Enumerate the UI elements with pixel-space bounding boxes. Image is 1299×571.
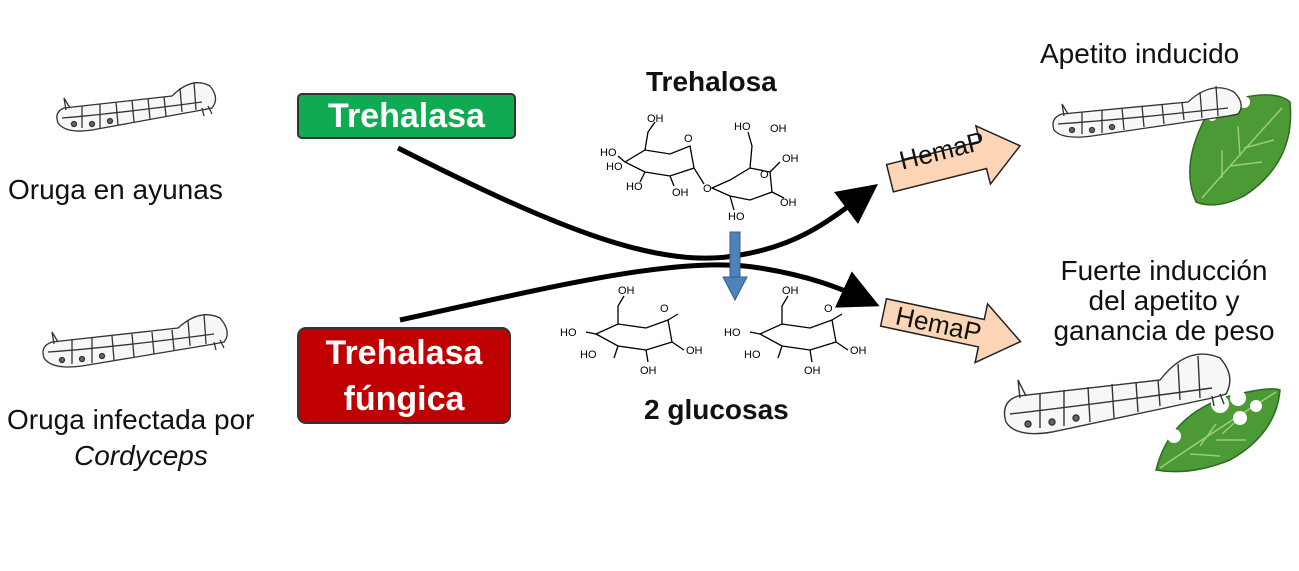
fungal-trehalase-box: Trehalasa fúngica [297, 327, 511, 424]
strong-line3: ganancia de peso [1053, 315, 1275, 346]
induced-appetite-label: Apetito inducido [1040, 38, 1240, 69]
svg-text:OH: OH [686, 345, 703, 357]
leaf-bottom-icon [1155, 388, 1281, 473]
svg-text:O: O [684, 133, 693, 145]
infected-label-line1: Oruga infectada por [7, 404, 255, 435]
svg-text:HO: HO [626, 181, 643, 193]
svg-text:O: O [703, 183, 712, 195]
svg-text:HO: HO [744, 349, 761, 361]
hemap-bottom-arrow [879, 297, 1022, 364]
svg-text:OH: OH [770, 123, 787, 135]
hemap-top-arrow [885, 124, 1022, 193]
glucose-label: 2 glucosas [644, 394, 789, 425]
svg-text:O: O [660, 303, 669, 315]
trehalase-curve-arrow [396, 145, 878, 261]
strong-line1: Fuerte inducción [1060, 255, 1268, 286]
trehalose-structure: OH HO HO HO OH O O HO OH OH OH O HO [600, 113, 799, 223]
strong-line2: del apetito y [1088, 285, 1240, 316]
trehalase-label: Trehalasa [328, 96, 485, 135]
appetite-caterpillar-icon [1052, 85, 1242, 138]
svg-text:O: O [824, 303, 833, 315]
svg-text:HO: HO [560, 327, 577, 339]
svg-text:HO: HO [600, 147, 617, 159]
svg-text:O: O [760, 169, 769, 181]
trehalase-box: Trehalasa [297, 93, 516, 139]
trehalose-label: Trehalosa [646, 66, 777, 97]
weight-gain-caterpillar-icon [1003, 353, 1231, 435]
svg-text:OH: OH [647, 113, 664, 125]
fungal-curve-arrow [399, 262, 880, 323]
hydrolysis-down-arrow [722, 231, 748, 302]
svg-text:OH: OH [850, 345, 867, 357]
glucose-structure-1: OH O HO HO OH OH [560, 285, 703, 377]
svg-text:OH: OH [640, 365, 657, 377]
svg-text:HO: HO [728, 211, 745, 223]
infected-caterpillar-icon [42, 313, 228, 368]
svg-text:HO: HO [606, 161, 623, 173]
fungal-trehalase-label-2: fúngica [343, 379, 465, 418]
svg-text:OH: OH [804, 365, 821, 377]
fasted-caterpillar-icon [56, 81, 217, 132]
svg-text:OH: OH [782, 153, 799, 165]
fungal-trehalase-label-1: Trehalasa [325, 333, 483, 372]
svg-text:HO: HO [724, 327, 741, 339]
svg-text:HO: HO [734, 121, 751, 133]
fasted-caterpillar-label: Oruga en ayunas [8, 174, 223, 205]
infected-label-line2: Cordyceps [74, 440, 208, 471]
glucose-structure-2: OH O HO HO OH OH [724, 285, 867, 377]
svg-text:HO: HO [580, 349, 597, 361]
svg-text:OH: OH [618, 285, 635, 297]
svg-text:OH: OH [782, 285, 799, 297]
strong-induction-label: Fuerte inducción del apetito y ganancia … [1046, 256, 1282, 346]
infected-caterpillar-label: Oruga infectada por Cordyceps [7, 404, 255, 472]
svg-text:OH: OH [672, 187, 689, 199]
svg-text:OH: OH [780, 197, 797, 209]
